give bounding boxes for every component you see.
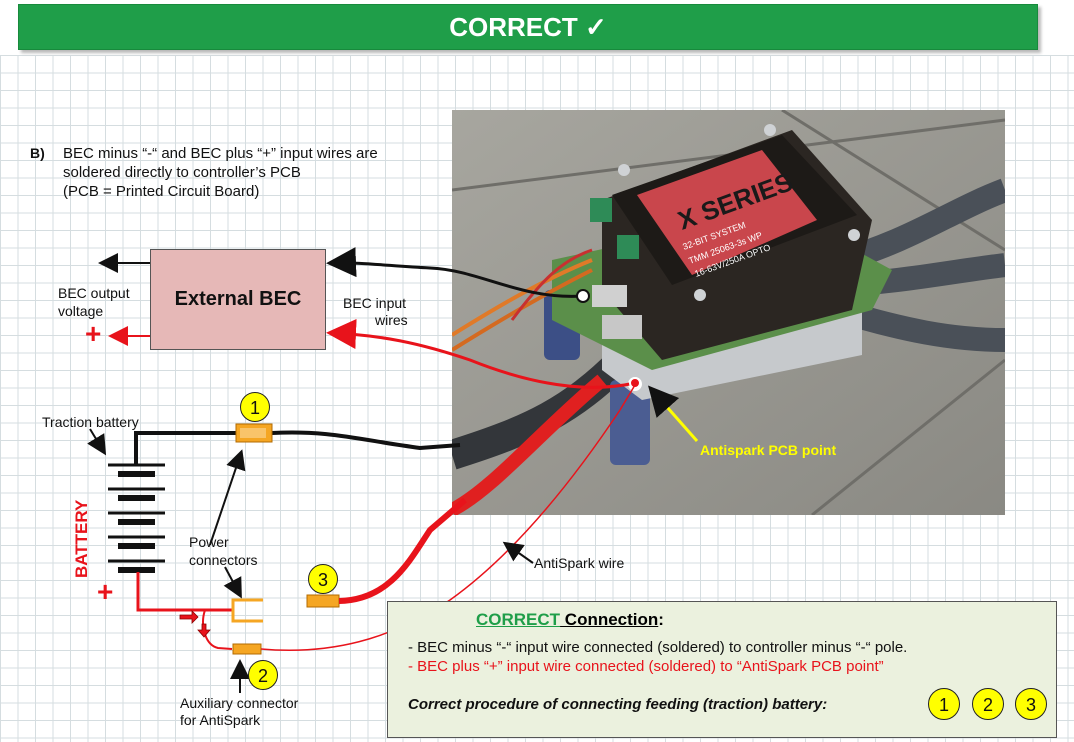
power-connector-3 [306, 594, 340, 608]
info-line-1: - BEC minus “-“ input wire connected (so… [408, 639, 908, 656]
aux-connector-label-2: for AntiSpark [180, 712, 261, 728]
section-line-2: soldered directly to controller’s PCB [63, 164, 301, 181]
traction-battery-label: Traction battery [42, 414, 139, 430]
info-title-correct: CORRECT [476, 610, 561, 629]
bec-input-red-wire [326, 319, 636, 389]
info-procedure: Correct procedure of connecting feeding … [408, 696, 828, 713]
power-connectors-label-2: connectors [189, 552, 258, 568]
esc-photo-illustration: X SERIES 32-BIT SYSTEM TMM 25063-3s WP 1… [452, 110, 1005, 515]
procedure-step-3: 3 [1015, 688, 1047, 720]
info-title-colon: : [658, 610, 664, 629]
external-bec-label: External BEC [174, 288, 302, 310]
section-letter: B) [30, 145, 45, 161]
bec-plus-sign: + [85, 318, 102, 349]
step-2-badge: 2 [248, 660, 278, 690]
step-3-badge: 3 [308, 564, 338, 594]
external-bec-box: External BEC [150, 249, 326, 350]
battery-symbol [108, 463, 165, 573]
section-line-1: BEC minus “-“ and BEC plus “+” input wir… [63, 145, 378, 162]
auxiliary-connector [232, 643, 262, 655]
aux-connector-label-1: Auxiliary connector [180, 695, 299, 711]
section-line-3: (PCB = Printed Circuit Board) [63, 183, 260, 200]
procedure-step-1: 1 [928, 688, 960, 720]
info-title: CORRECT Connection: [476, 610, 664, 630]
battery-positive-wire [136, 572, 232, 612]
correct-connection-box: CORRECT Connection: - BEC minus “-“ inpu… [387, 601, 1057, 738]
bec-input-black-wire [326, 247, 584, 298]
power-connector-2 [231, 598, 263, 623]
power-connectors-label-1: Power [189, 534, 229, 550]
battery-red-cable [338, 497, 467, 604]
antispark-wire [260, 384, 636, 652]
esc-photo: X SERIES 32-BIT SYSTEM TMM 25063-3s WP 1… [452, 110, 1005, 515]
info-title-rest: Connection [560, 610, 659, 629]
antispark-point-arrow [648, 385, 699, 442]
bec-input-label-1: BEC input [343, 295, 407, 311]
battery-plus-sign: + [97, 576, 114, 607]
battery-vertical-label: BATTERY [72, 499, 91, 578]
step-1-badge: 1 [240, 392, 270, 422]
info-line-2: - BEC plus “+” input wire connected (sol… [408, 658, 884, 675]
antispark-wire-label: AntiSpark wire [534, 555, 625, 571]
bec-output-label-1: BEC output [58, 285, 130, 301]
bec-output-label-2: voltage [58, 303, 104, 319]
bec-input-label-2: wires [375, 312, 408, 328]
antispark-point-label: Antispark PCB point [700, 442, 837, 458]
status-banner: CORRECT ✓ [18, 4, 1038, 50]
battery-negative-wire [134, 431, 236, 465]
procedure-step-2: 2 [972, 688, 1004, 720]
